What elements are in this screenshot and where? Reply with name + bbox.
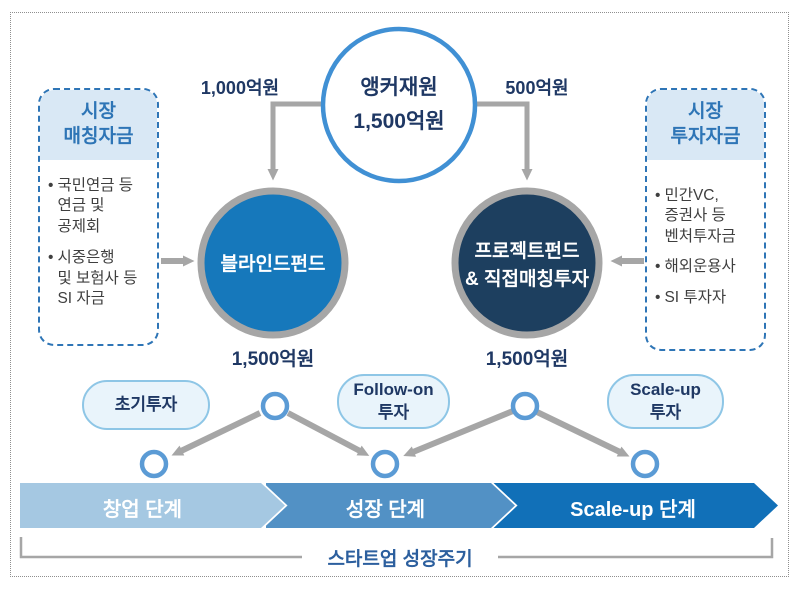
- arrow-blind-to-stage1: [171, 410, 262, 456]
- blind-fund-circle: [197, 187, 349, 339]
- bullet-icon: •: [48, 249, 54, 267]
- arrow-blind-to-stage2: [286, 410, 370, 456]
- bullet-icon: •: [655, 187, 661, 204]
- allocation-project-amount: 500억원: [505, 78, 569, 98]
- stage3-chevron: [492, 483, 778, 528]
- anchor-fund-title: 앵커재원: [360, 76, 438, 99]
- pill-scale-up-investment: Scale-up 투자: [607, 374, 724, 429]
- node-stage2: [370, 449, 400, 479]
- list-item-text: 시중은행 및 보험사 등 SI 자금: [57, 249, 138, 308]
- list-item: • SI 투자자: [655, 288, 758, 308]
- bullet-icon: •: [655, 288, 661, 306]
- bracket-left: [19, 537, 302, 559]
- allocation-blind-amount: 1,000억원: [200, 78, 280, 98]
- bullet-icon: •: [655, 258, 661, 276]
- pill-follow-on-investment: Follow-on 투자: [337, 374, 450, 429]
- stage1-label: 창업 단계: [102, 499, 183, 521]
- node-stage3: [630, 449, 660, 479]
- market-matching-header: 시장 매칭자금: [40, 90, 157, 160]
- bracket-right: [498, 538, 774, 559]
- market-investment-list: • 민간VC, 증권사 등 벤처투자금 • 해외운용사 • SI 투자자: [647, 160, 764, 314]
- anchor-fund-label: 앵커재원 1,500억원: [319, 71, 479, 138]
- list-item: • 시중은행 및 보험사 등 SI 자금: [48, 248, 151, 309]
- anchor-fund-circle: [320, 26, 478, 184]
- project-fund-circle: [451, 187, 603, 339]
- arrow-project-to-stage2: [403, 408, 515, 457]
- stage2-label: 성장 단계: [345, 499, 426, 521]
- project-fund-amount: 1,500억원: [485, 349, 569, 370]
- connector-anchor-to-blind: [267, 101, 322, 181]
- project-fund-label: 프로젝트펀드 & 직접매칭투자: [465, 241, 589, 290]
- stage1-chevron: [18, 481, 288, 530]
- list-item-text: 국민연금 등 연금 및 공제회: [57, 177, 134, 235]
- list-item: • 민간VC, 증권사 등 벤처투자금: [655, 186, 758, 247]
- market-matching-list: • 국민연금 등 연금 및 공제회 • 시중은행 및 보험사 등 SI 자금: [40, 160, 157, 316]
- blind-fund-label: 블라인드펀드: [220, 254, 326, 275]
- node-project-source: [510, 391, 540, 421]
- list-item-text: SI 투자자: [664, 288, 727, 306]
- list-item-text: 민간VC, 증권사 등 벤처투자금: [664, 187, 736, 245]
- connector-anchor-to-project: [477, 101, 533, 181]
- bullet-icon: •: [48, 177, 54, 194]
- market-matching-panel: 시장 매칭자금 • 국민연금 등 연금 및 공제회 • 시중은행 및 보험사 등…: [38, 88, 159, 346]
- list-item: • 국민연금 등 연금 및 공제회: [48, 176, 151, 237]
- stage3-label: Scale-up 단계: [570, 499, 696, 521]
- node-stage1: [139, 449, 169, 479]
- node-blind-source: [260, 391, 290, 421]
- growth-cycle-label: 스타트업 성장주기: [327, 549, 473, 570]
- blind-fund-amount: 1,500억원: [231, 349, 315, 370]
- arrow-project-to-stage3: [535, 409, 630, 457]
- market-investment-panel: 시장 투자자금 • 민간VC, 증권사 등 벤처투자금 • 해외운용사 • SI…: [645, 88, 766, 351]
- list-item: • 해외운용사: [655, 257, 758, 277]
- anchor-fund-amount: 1,500억원: [353, 109, 445, 133]
- market-investment-header: 시장 투자자금: [647, 90, 764, 160]
- pill-initial-investment: 초기투자: [82, 380, 210, 430]
- list-item-text: 해외운용사: [664, 258, 736, 276]
